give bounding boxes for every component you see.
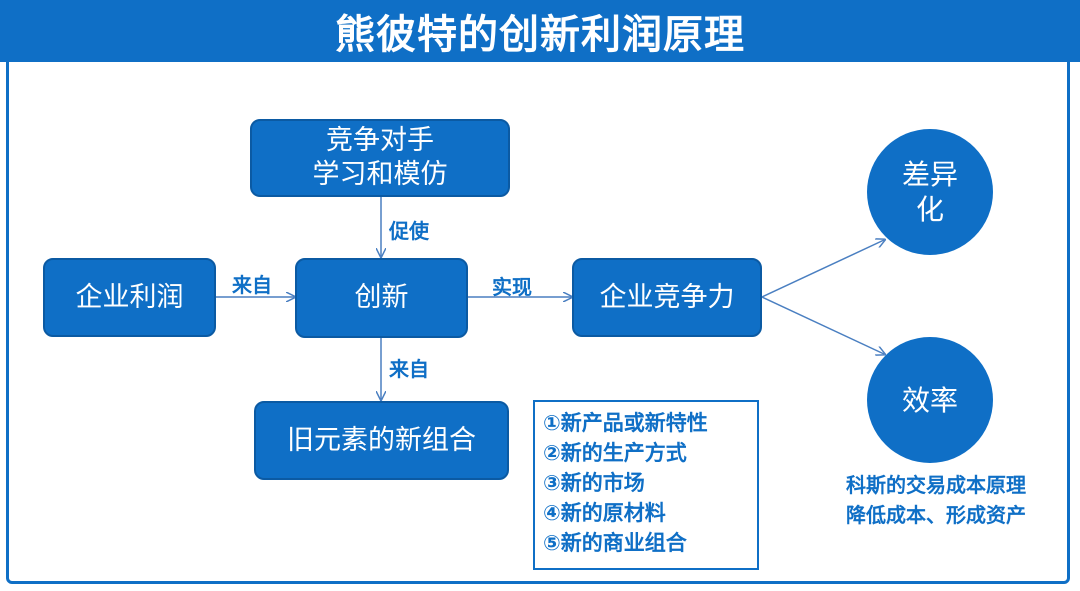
combination-list: ①新产品或新特性 ②新的生产方式 ③新的市场 ④新的原材料 ⑤新的商业组合 — [533, 400, 759, 570]
coase-note-line-1: 科斯的交易成本原理 — [846, 473, 1026, 497]
label-promote: 促使 — [389, 219, 429, 243]
competitor-line-2: 学习和模仿 — [312, 159, 448, 190]
efficiency-label: 效率 — [901, 383, 958, 417]
differentiation-circle: 差异 化 — [867, 129, 993, 255]
coase-note: 科斯的交易成本原理 降低成本、形成资产 — [806, 470, 1066, 530]
arrow-competitiveness-to-efficiency — [761, 296, 884, 354]
competitor-imitation-box: 竞争对手 学习和模仿 — [250, 119, 510, 197]
list-item: ③新的市场 — [543, 471, 645, 495]
competitiveness-box: 企业竞争力 — [572, 258, 762, 337]
coase-note-line-2: 降低成本、形成资产 — [846, 503, 1026, 527]
label-from-profit: 来自 — [232, 273, 272, 297]
page-title: 熊彼特的创新利润原理 — [0, 0, 1080, 62]
profit-box: 企业利润 — [43, 258, 216, 337]
list-item: ①新产品或新特性 — [543, 411, 708, 435]
profit-label: 企业利润 — [75, 281, 184, 313]
label-from-recombination: 来自 — [389, 357, 429, 381]
recombination-box: 旧元素的新组合 — [254, 401, 509, 480]
innovation-label: 创新 — [354, 282, 409, 314]
differentiation-line-1: 差异 — [901, 158, 958, 191]
competitiveness-label: 企业竞争力 — [599, 281, 735, 313]
efficiency-circle: 效率 — [867, 337, 993, 463]
list-item: ⑤新的商业组合 — [543, 531, 687, 555]
competitor-line-1: 竞争对手 — [326, 125, 434, 157]
recombination-label: 旧元素的新组合 — [287, 424, 476, 456]
arrow-competitiveness-to-differentiation — [761, 240, 884, 298]
differentiation-line-2: 化 — [915, 193, 944, 226]
label-realize: 实现 — [492, 275, 532, 299]
list-item: ④新的原材料 — [543, 501, 666, 525]
innovation-box: 创新 — [295, 258, 468, 338]
list-item: ②新的生产方式 — [543, 441, 687, 465]
